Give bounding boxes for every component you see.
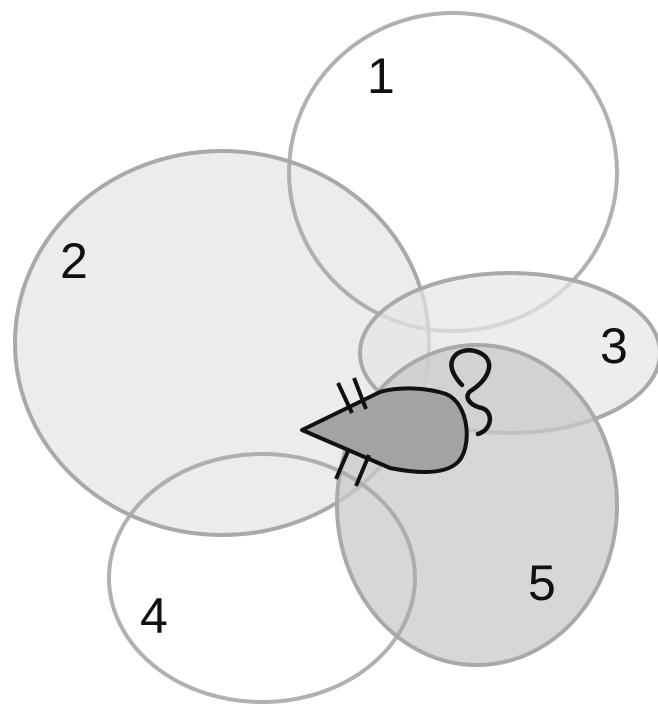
region-label-2: 2 <box>60 233 88 289</box>
region-label-1: 1 <box>367 48 395 104</box>
region-label-4: 4 <box>140 588 168 644</box>
region-label-5: 5 <box>528 555 556 611</box>
region-label-3: 3 <box>600 318 628 374</box>
